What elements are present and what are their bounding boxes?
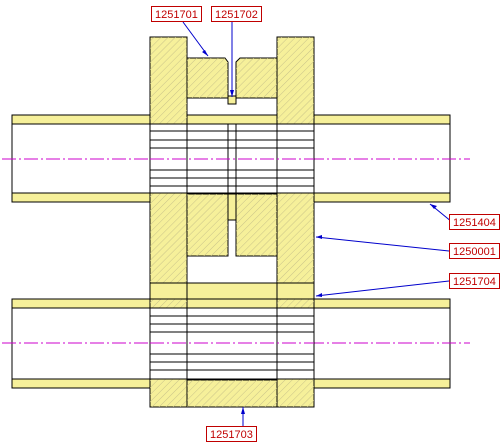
callout-1251703: 1251703 [206, 426, 257, 442]
inner-block-right-bottom [235, 193, 278, 257]
leader-1250001 [315, 236, 450, 252]
inner-block-right-top [235, 57, 278, 99]
bottom-block [186, 379, 278, 408]
callout-1251704: 1251704 [449, 273, 500, 289]
inner-block-left-top [186, 57, 229, 99]
inner-block-left-bottom [186, 193, 229, 257]
bottom-plate [149, 282, 315, 300]
lower-bore-lines [149, 307, 315, 380]
gap-insert-top [227, 95, 237, 105]
leader-1251704 [315, 280, 450, 297]
callout-1251404: 1251404 [449, 214, 500, 230]
leader-1251701 [182, 21, 209, 57]
upper-bore-lines [149, 123, 315, 194]
upper-shaft-wall-top [11, 114, 451, 125]
callout-1251702: 1251702 [211, 6, 262, 22]
callout-1250001: 1250001 [449, 243, 500, 259]
leader-arrowheads [202, 50, 437, 414]
gap-insert-bottom [227, 193, 237, 221]
lower-shaft-wall-top [11, 298, 451, 309]
callout-1251701: 1251701 [151, 6, 202, 22]
